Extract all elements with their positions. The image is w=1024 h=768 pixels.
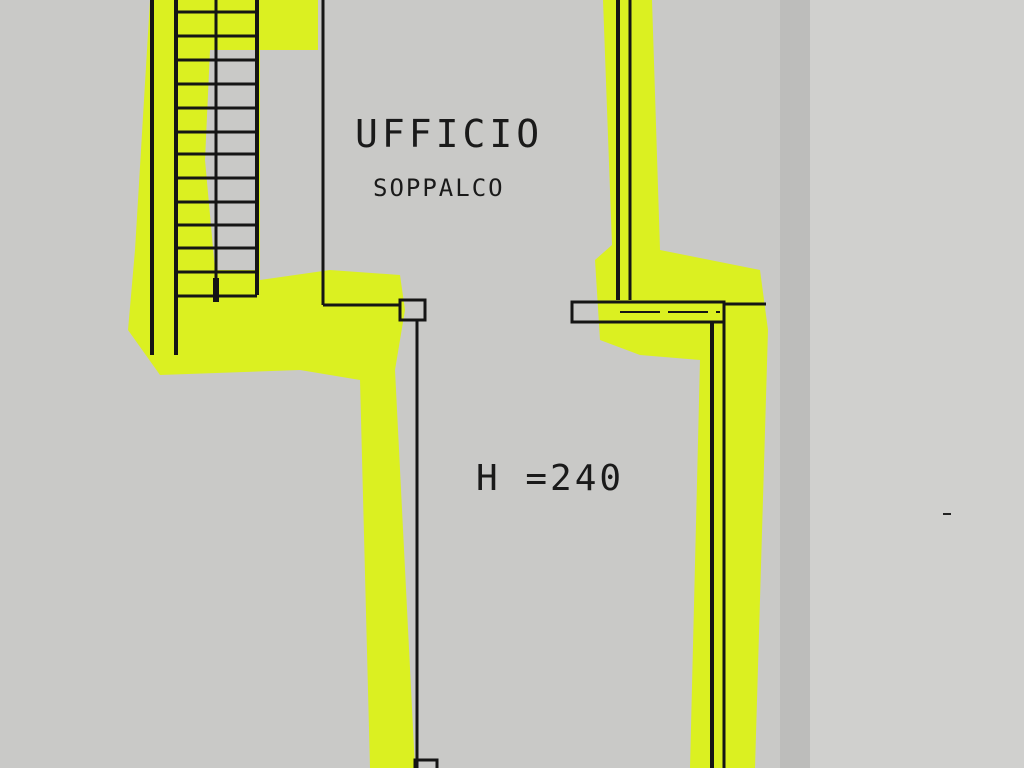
room-name-label: UFFICIO xyxy=(355,112,544,156)
room-subtitle-label: SOPPALCO xyxy=(373,174,505,202)
paper-fold-shadow xyxy=(780,0,810,768)
ceiling-height-label: H =240 xyxy=(476,458,625,499)
paper-fold-panel xyxy=(810,0,1024,768)
